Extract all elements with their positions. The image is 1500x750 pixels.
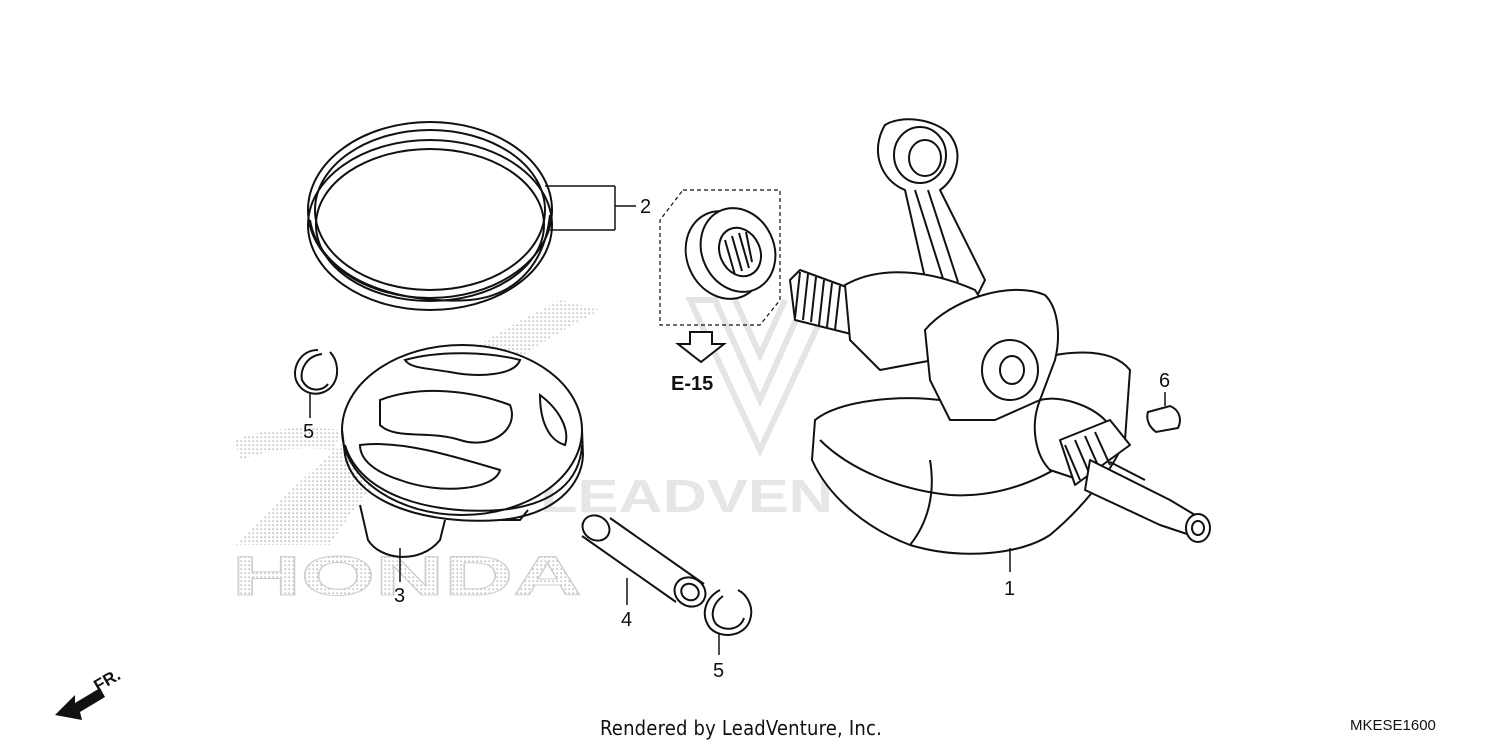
- callout-clip-left: 5: [303, 421, 314, 443]
- callout-clip-right: 5: [713, 660, 724, 682]
- callout-piston-pin: 4: [621, 609, 632, 631]
- reference-arrow: [675, 331, 727, 364]
- piston-pin: [581, 514, 707, 608]
- diagram-code: MKESE1600: [1350, 717, 1436, 734]
- honda-text-watermark: HONDA: [232, 544, 582, 607]
- piston-rings: [307, 121, 553, 311]
- callout-woodruff-key: 6: [1159, 370, 1170, 392]
- piston-pin-clip-left: [294, 349, 338, 395]
- woodruff-key: [1146, 404, 1181, 434]
- callout-piston-rings: 2: [640, 196, 651, 218]
- piston-rings-leader: [545, 185, 636, 231]
- reference-label: E-15: [671, 373, 713, 395]
- callout-crankshaft: 1: [1004, 578, 1015, 600]
- callout-piston: 3: [394, 585, 405, 607]
- piston: [341, 344, 585, 558]
- crankshaft: [789, 118, 1211, 555]
- rendered-by-credit: Rendered by LeadVenture, Inc.: [600, 716, 882, 740]
- bearing-inset: [659, 189, 781, 326]
- piston-pin-clip-right: [703, 589, 753, 636]
- front-arrow-icon: [55, 688, 105, 720]
